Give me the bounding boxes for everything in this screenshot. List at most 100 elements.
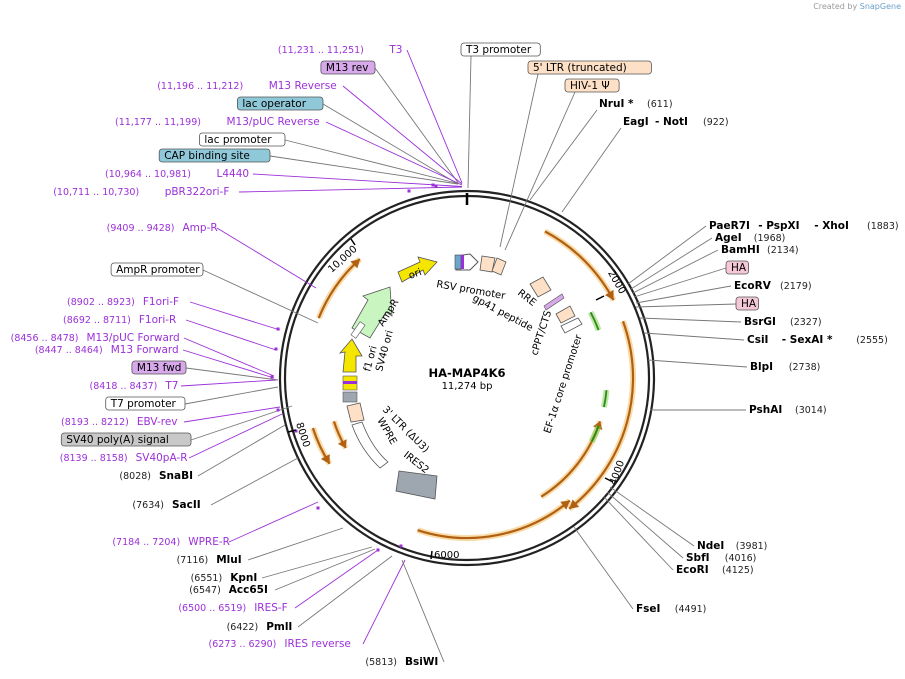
- label-ampr-promoter-l1[interactable]: AmpR promoter: [110, 262, 204, 277]
- label-pshai-r9[interactable]: PshAI (3014): [749, 404, 827, 416]
- label-t3[interactable]: (11,231 .. 11,251)T3: [278, 44, 403, 56]
- label-csii-r7[interactable]: CsiI- SexAI *(2555): [747, 334, 888, 346]
- label-pmli-l19-coord: (6422): [227, 622, 259, 633]
- label-sacii-l13-coord: (7634): [132, 500, 164, 511]
- label-lac-operator[interactable]: lac operator: [236, 96, 324, 111]
- label-blpi-r8-name: BlpI: [750, 361, 773, 373]
- label-m13-forward-l5[interactable]: M13 Forward(8447 .. 8464): [35, 344, 179, 356]
- label-pmli-l19-name: PmlI: [266, 621, 292, 633]
- label-m13-puc-reverse[interactable]: (11,177 .. 11,199)M13/pUC Reverse: [115, 116, 320, 128]
- ltr5-block: [479, 255, 496, 273]
- label-ndei-r10[interactable]: NdeI(3981): [697, 540, 767, 552]
- label-ha-r5[interactable]: HA: [735, 296, 760, 311]
- label-pshai-r9-coord: (3014): [795, 405, 827, 416]
- primer-site-mark: [276, 408, 280, 412]
- callout-line: [261, 546, 373, 579]
- label-ecori-r12[interactable]: EcoRI(4125): [676, 564, 754, 576]
- feature-rsv-promoter: RSV promoter: [435, 279, 506, 302]
- ires2-block: [395, 470, 438, 500]
- primer-site-mark: [276, 327, 280, 331]
- callout-line: [467, 55, 472, 189]
- label-bsiwi-l21[interactable]: BsiWI(5813): [365, 656, 438, 668]
- label-l4440[interactable]: (10,964 .. 10,981)L4440: [105, 168, 249, 180]
- label-t7-l7-coord: (8418 .. 8437): [90, 381, 158, 392]
- label-f1ori-r-l3-coord: (8692 .. 8711): [63, 315, 131, 326]
- label-m13-puc-forward-l4[interactable]: M13/pUC Forward(8456 .. 8478): [11, 332, 180, 344]
- label-sv40-poly-a-signal-l10[interactable]: SV40 poly(A) signal: [60, 432, 192, 447]
- label-sacii-l13[interactable]: SacII(7634): [132, 499, 200, 511]
- label-sbfi-r11-name: SbfI: [686, 552, 710, 564]
- label-m13-forward-l5-name: M13 Forward: [111, 344, 179, 356]
- label-blpi-r8[interactable]: BlpI(2738): [750, 361, 820, 373]
- orf-arc-6: [332, 420, 347, 449]
- primer-site-mark: [376, 548, 380, 552]
- label-sbfi-r11[interactable]: SbfI(4016): [686, 552, 756, 564]
- label-ires-f-l18-name: IRES-F: [254, 602, 288, 614]
- sv40-polya-block: [342, 391, 358, 403]
- label-t7-l7[interactable]: T7(8418 .. 8437): [90, 380, 179, 392]
- label-mlui-l15-coord: (7116): [177, 555, 209, 566]
- label-f1ori-f-l2-name: F1ori-F: [143, 296, 179, 308]
- label-ecorv-r4[interactable]: EcoRV(2179): [734, 280, 812, 292]
- label-paer7i-r0-name3: - XhoI: [814, 220, 849, 232]
- primer-site-mark: [434, 184, 438, 188]
- label-bamhi-r2[interactable]: BamHI(2134): [721, 244, 799, 256]
- gp41-block: [543, 293, 565, 311]
- label-acc65i-l17[interactable]: Acc65I(6547): [189, 584, 268, 596]
- label-cap-binding-site[interactable]: CAP binding site: [158, 148, 271, 163]
- snapgene-credit: Created by SnapGene: [813, 2, 901, 11]
- label-sv40pa-r-l11[interactable]: SV40pA-R(8139 .. 8158): [60, 452, 188, 464]
- label-fsei-r13[interactable]: FseI(4491): [636, 603, 706, 615]
- primer-site-mark: [294, 429, 298, 433]
- label-bsrgi-r6-name: BsrGI: [744, 316, 776, 328]
- callout-line: [274, 548, 376, 591]
- label-acc65i-l17-name: Acc65I: [229, 584, 268, 596]
- label-5-ltr-truncated--1[interactable]: 5' LTR (truncated): [527, 60, 652, 75]
- cppt-block: [555, 305, 576, 324]
- label-bamhi-r2-coord: (2134): [767, 245, 799, 256]
- label-mlui-l15[interactable]: MluI(7116): [177, 554, 242, 566]
- label-ndei-r10-coord: (3981): [736, 541, 768, 552]
- label-pmli-l19[interactable]: PmlI (6422): [227, 621, 293, 633]
- label-snabi-l12[interactable]: SnaBI(8028): [119, 470, 193, 482]
- label-wpre-r-l14[interactable]: WPRE-R(7184 .. 7204): [112, 536, 230, 548]
- label-eagi-4[interactable]: EagI- NotI(922): [623, 116, 729, 128]
- callout-line: [322, 103, 459, 185]
- label-m13-reverse[interactable]: (11,196 .. 11,212)M13 Reverse: [157, 80, 336, 92]
- label-m13-fwd-l6[interactable]: M13 fwd: [131, 360, 187, 375]
- label-pshai-r9-name: PshAI: [749, 404, 782, 416]
- callout-line: [284, 139, 461, 185]
- label-csii-r7-name2: - SexAI *: [782, 334, 833, 346]
- label-ires-f-l18[interactable]: IRES-F(6500 .. 6519): [178, 602, 287, 614]
- label-paer7i-r0-name2: - PspXI: [758, 220, 799, 232]
- label-t7-promoter-l8[interactable]: T7 promoter: [105, 396, 186, 411]
- rre-block: [529, 276, 552, 298]
- label-f1ori-r-l3[interactable]: F1ori-R(8692 .. 8711): [63, 314, 176, 326]
- callout-line: [197, 424, 286, 477]
- label-pbr322ori-f[interactable]: (10,711 .. 10,730)pBR322ori-F: [53, 186, 229, 198]
- label-nrui--3[interactable]: NruI *(611): [599, 98, 673, 110]
- label-kpni-l16[interactable]: KpnI(6551): [191, 572, 258, 584]
- label-amp-r-l0[interactable]: Amp-R(9409 .. 9428): [107, 222, 218, 234]
- label-ebv-rev-l9[interactable]: EBV-rev(8193 .. 8212): [61, 416, 178, 428]
- label-paer7i-r0[interactable]: PaeR7I- PspXI- XhoI(1883): [709, 220, 899, 232]
- label-t3-promoter-0[interactable]: T3 promoter: [460, 42, 541, 57]
- label-ha-r3[interactable]: HA: [725, 260, 750, 275]
- label-ires-reverse-l20[interactable]: IRES reverse(6273 .. 6290): [209, 638, 351, 650]
- label-m13-rev[interactable]: M13 rev: [320, 60, 376, 75]
- label-hiv-1--2[interactable]: HIV-1 Ψ: [564, 78, 620, 93]
- label-agei-r1[interactable]: AgeI(1968): [715, 232, 785, 244]
- orf-arc-3: [417, 499, 571, 540]
- callout-line: [627, 225, 707, 285]
- label-ha-r5-box: [735, 296, 760, 311]
- callout-line: [632, 249, 719, 294]
- label-ecori-r12-name: EcoRI: [676, 564, 709, 576]
- label-lac-promoter[interactable]: lac promoter: [198, 132, 286, 147]
- ltr3-block: [346, 402, 365, 423]
- credit-brand: SnapGene: [859, 2, 901, 11]
- label-m13-rev-text: M13 rev: [326, 62, 369, 74]
- label-bsrgi-r6[interactable]: BsrGI(2327): [744, 316, 822, 328]
- label-eagi-4-name2: - NotI: [655, 116, 688, 128]
- label-f1ori-f-l2[interactable]: F1ori-F(8902 .. 8923): [67, 296, 179, 308]
- label-csii-r7-coord: (2555): [856, 335, 888, 346]
